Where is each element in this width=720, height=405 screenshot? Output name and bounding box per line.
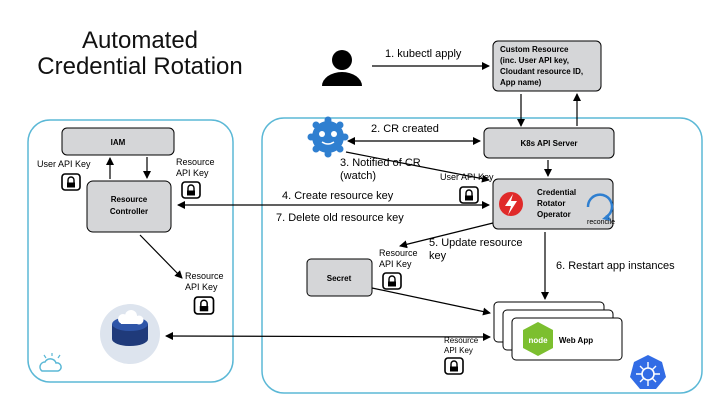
svg-text:reconcile: reconcile xyxy=(587,219,615,226)
lock-icon xyxy=(444,357,464,375)
label-restart: 6. Restart app instances xyxy=(556,260,675,272)
label-cr-created: 2. CR created xyxy=(371,123,439,135)
svg-text:Resource: Resource xyxy=(111,195,148,204)
credential-rotator-operator-box[interactable]: Credential Rotator Operator reconcile xyxy=(492,178,615,230)
label-secret-key-line2: API Key xyxy=(379,259,412,269)
resource-controller-box[interactable]: Resource Controller xyxy=(86,180,172,233)
label-create-key: 4. Create resource key xyxy=(282,190,394,202)
lock-icon xyxy=(459,186,479,204)
operator-gear-icon xyxy=(307,116,349,158)
svg-text:Custom Resource: Custom Resource xyxy=(500,45,569,54)
label-webapp-key-line2: API Key xyxy=(444,346,473,355)
label-resource-api-key-line2: API Key xyxy=(176,168,209,178)
title-line2: Credential Rotation xyxy=(37,53,242,80)
k8s-api-server-box[interactable]: K8s API Server xyxy=(483,127,615,159)
custom-resource-box[interactable]: Custom Resource (inc. User API key, Clou… xyxy=(492,40,602,92)
label-operator-user-api-key: User API Key xyxy=(440,172,494,182)
svg-text:node: node xyxy=(528,336,548,345)
kubernetes-region xyxy=(261,117,703,394)
label-webapp-key-line1: Resource xyxy=(444,336,479,345)
label-user-api-key: User API Key xyxy=(37,159,91,169)
web-app-stack[interactable]: node Web App xyxy=(493,301,623,361)
label-delete-key: 7. Delete old resource key xyxy=(276,212,404,224)
user-icon xyxy=(322,50,362,86)
reconcile-loop-icon xyxy=(586,193,614,219)
label-cloud-key-line2: API Key xyxy=(185,282,218,292)
iam-box[interactable]: IAM xyxy=(61,127,175,156)
cloudant-database-icon xyxy=(100,304,160,364)
svg-text:K8s API Server: K8s API Server xyxy=(520,139,577,148)
label-cloud-key-line1: Resource xyxy=(185,271,224,281)
label-notified-line2: (watch) xyxy=(340,170,376,182)
svg-text:Operator: Operator xyxy=(537,210,571,219)
arrow-controller-to-db xyxy=(139,234,183,279)
label-update-key-line2: key xyxy=(429,250,447,262)
lock-icon xyxy=(181,181,201,199)
svg-text:Controller: Controller xyxy=(110,207,148,216)
lock-icon xyxy=(61,173,81,191)
ibm-cloud-icon xyxy=(39,353,62,372)
label-notified-line1: 3. Notified of CR xyxy=(340,157,421,169)
nodejs-logo-icon xyxy=(523,322,553,356)
ibm-cloud-region xyxy=(27,119,234,383)
label-update-key-line1: 5. Update resource xyxy=(429,237,523,249)
label-secret-key-line1: Resource xyxy=(379,248,418,258)
kubernetes-icon xyxy=(630,355,666,389)
label-kubectl-apply: 1. kubectl apply xyxy=(385,48,462,60)
arrow-secret-to-app xyxy=(371,287,491,316)
svg-text:IAM: IAM xyxy=(111,138,126,147)
svg-text:Web App: Web App xyxy=(559,336,593,345)
title-line1: Automated xyxy=(82,27,198,54)
label-resource-api-key-line1: Resource xyxy=(176,157,215,167)
svg-text:(inc. User API key,: (inc. User API key, xyxy=(500,56,569,65)
svg-text:Credential: Credential xyxy=(537,188,576,197)
svg-text:Secret: Secret xyxy=(327,274,352,283)
svg-text:Cloudant resource ID,: Cloudant resource ID, xyxy=(500,67,583,76)
arrow-db-to-app xyxy=(165,332,491,341)
secret-box[interactable]: Secret xyxy=(306,258,373,297)
arrow-notified xyxy=(345,151,490,183)
svg-text:App name): App name) xyxy=(500,78,542,87)
lock-icon xyxy=(193,296,215,315)
lock-icon xyxy=(382,272,402,290)
arrow-update-key xyxy=(399,222,494,249)
svg-text:Rotator: Rotator xyxy=(537,199,565,208)
